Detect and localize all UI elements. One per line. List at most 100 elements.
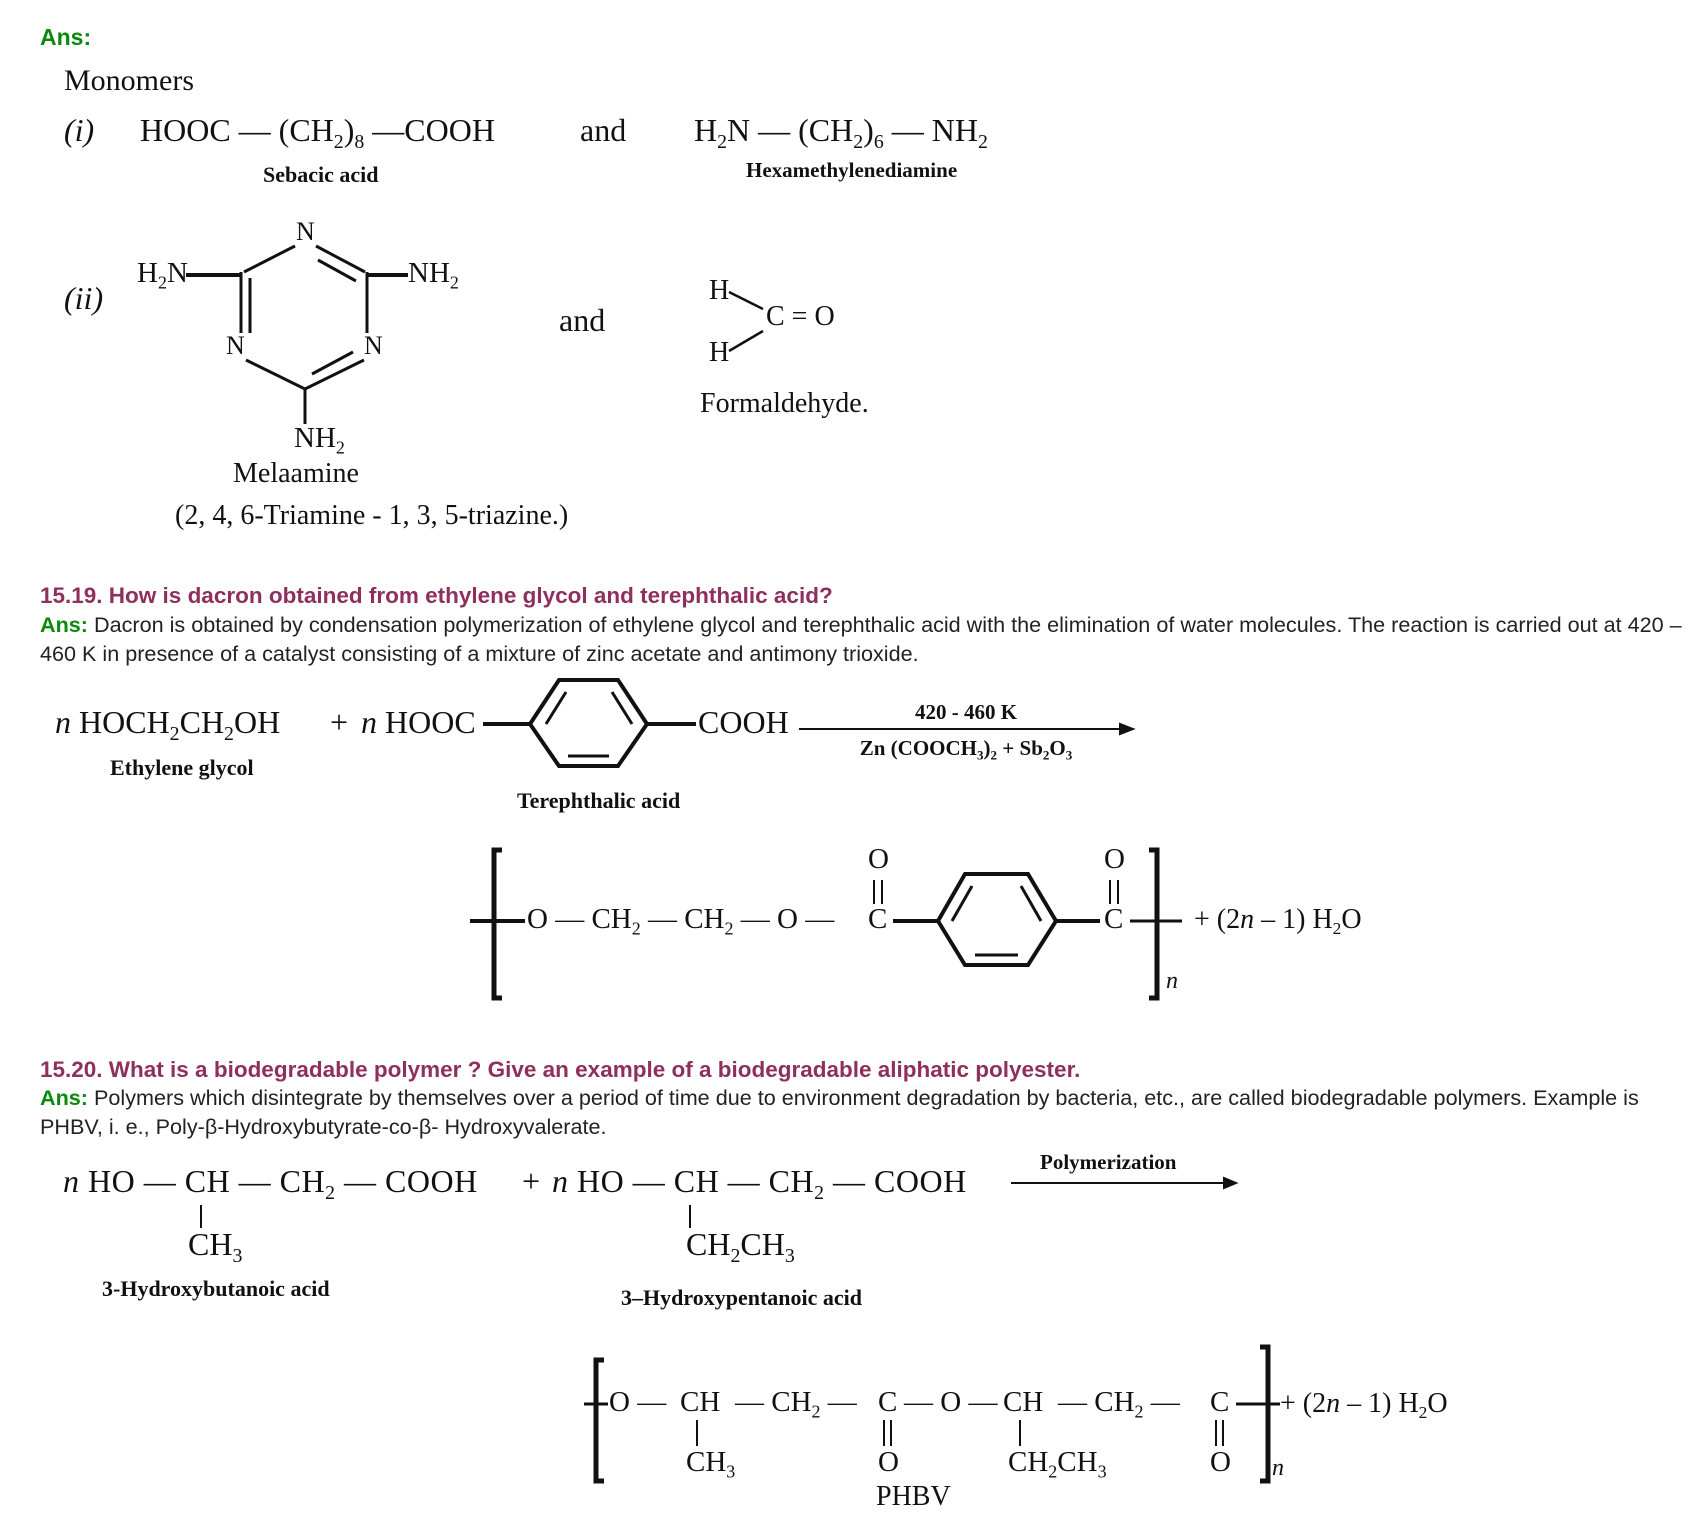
hydroxybutanoic-acid-label: 3-Hydroxybutanoic acid (102, 1276, 330, 1301)
formula-text: CH (1057, 1446, 1098, 1478)
formaldehyde-hydrogen-top: H (709, 275, 730, 306)
phbv-chain-part: — CH2 — (735, 1386, 857, 1420)
formula-text: CH (740, 1226, 785, 1262)
formula-text: ) (863, 112, 874, 148)
formaldehyde-carbonyl: C = O (766, 301, 835, 332)
methyl-substituent: CH3 (686, 1446, 736, 1482)
italic-variable: n (63, 1163, 80, 1199)
formula-text: — COOH (335, 1163, 478, 1199)
italic-variable: n (361, 704, 377, 740)
subscript: 2 (1048, 1461, 1058, 1482)
subscript: 2 (990, 747, 998, 763)
answer-label: Ans: (40, 24, 92, 50)
ring-nitrogen-top: N (296, 217, 315, 246)
formula-text: H (694, 112, 718, 148)
sebacic-acid-label: Sebacic acid (263, 162, 379, 187)
formula-text: NH (408, 257, 450, 289)
item-label-i: (i) (64, 112, 95, 148)
formula-text: O — CH (527, 903, 632, 935)
subscript: 3 (977, 747, 984, 763)
monomers-heading: Monomers (64, 64, 194, 97)
hexamethylenediamine-formula: H2N — (CH2)6 — NH2 (694, 112, 988, 152)
ring-nitrogen-left: N (226, 331, 245, 360)
plus-sign: + (522, 1163, 541, 1199)
hexamethylenediamine-label: Hexamethylenediamine (746, 158, 958, 182)
hydroxybutanoic-acid-formula: n HO — CH — CH2 — COOH (63, 1163, 478, 1203)
formula-text: Zn (COOCH (859, 736, 978, 760)
formula-text: NH (294, 422, 336, 454)
formula-text: — (1143, 1386, 1180, 1418)
answer-15-20: Ans: Polymers which disintegrate by them… (40, 1083, 1690, 1141)
formula-text: O (1341, 904, 1362, 935)
phbv-label: PHBV (876, 1481, 951, 1512)
subscript: 2 (157, 272, 167, 293)
melamine-name: Melaamine (233, 458, 359, 489)
subscript: 3 (1097, 1461, 1107, 1482)
benzene-ring-terephthalic (483, 678, 696, 768)
subscript: 2 (631, 918, 641, 939)
subscript: 8 (354, 130, 365, 153)
formula-text: CH (686, 1226, 731, 1262)
carbonyl-oxygen-1: O (868, 843, 889, 875)
formula-text: HO — CH — CH (79, 1163, 326, 1199)
italic-variable: n (552, 1163, 569, 1199)
subscript: 2 (724, 918, 734, 939)
water-byproduct: + (2n – 1) H2O (1194, 904, 1362, 939)
terephthalic-acid-left-group: n HOOC (361, 704, 476, 741)
sebacic-acid-formula: HOOC — (CH2)8 —COOH (140, 112, 495, 152)
answer-label: Ans: (40, 1085, 88, 1110)
formula-text: — (820, 1386, 857, 1418)
subscript: 2 (717, 130, 728, 153)
polymerization-label: Polymerization (1040, 1150, 1177, 1174)
subscript: 2 (1134, 1401, 1144, 1422)
formula-text: – 1) H (1254, 904, 1333, 935)
amino-group-right: NH2 (408, 257, 459, 291)
formula-text: HOOC — (CH (140, 112, 334, 148)
formula-text: — CH (735, 1386, 812, 1418)
formula-text: N — (CH (727, 112, 854, 148)
italic-variable: n (55, 704, 71, 740)
carbonyl-carbon-2: C (1104, 903, 1124, 935)
phbv-polymer-bonds (584, 1344, 1280, 1484)
formula-text: — NH (883, 112, 978, 148)
melamine-ring (186, 244, 408, 424)
subscript: 6 (873, 130, 884, 153)
ethyl-substituent: CH2CH3 (1008, 1446, 1107, 1482)
phbv-chain-part: — O — (904, 1386, 998, 1418)
carbonyl-carbon-1: C (868, 903, 888, 935)
carbonyl-oxygen-1: O (878, 1446, 899, 1478)
subscript: 2 (333, 130, 344, 153)
subscript: 2 (335, 437, 345, 458)
formula-text: O (1427, 1388, 1448, 1419)
question-15-20: 15.20. What is a biodegradable polymer ?… (40, 1057, 1081, 1082)
methyl-substituent: CH3 (188, 1226, 242, 1266)
formula-text: — CH (1058, 1386, 1135, 1418)
answer-label: Ans: (40, 612, 88, 637)
phbv-chain-part: C (1210, 1386, 1230, 1418)
formula-text: N (166, 257, 188, 289)
subscript: 2 (1332, 919, 1342, 939)
subscript: 2 (977, 130, 988, 153)
item-label-ii: (ii) (64, 280, 104, 316)
question-15-19: 15.19. How is dacron obtained from ethyl… (40, 583, 833, 608)
subscript: 2 (853, 130, 864, 153)
formula-text: + (2 (1280, 1388, 1327, 1419)
formula-text: — COOH (824, 1163, 967, 1199)
subscript: 2 (1418, 1403, 1428, 1423)
dacron-polymer-bonds (470, 847, 1182, 1001)
repeat-unit-n: n (1166, 968, 1178, 994)
subscript: 2 (224, 722, 234, 745)
formula-text: —COOH (364, 112, 495, 148)
formula-text: HOOC (377, 704, 476, 740)
formula-text: — CH (640, 903, 725, 935)
subscript: 3 (726, 1461, 736, 1482)
carbonyl-oxygen-2: O (1104, 843, 1125, 875)
reaction-arrow-phbv (1011, 1176, 1239, 1190)
hydroxypentanoic-acid-label: 3–Hydroxypentanoic acid (621, 1285, 863, 1310)
italic-variable: n (1326, 1388, 1341, 1419)
plus-sign: + (330, 704, 349, 740)
subscript: 3 (784, 1244, 795, 1267)
repeat-unit-n: n (1272, 1455, 1284, 1481)
terephthalic-acid-right-group: COOH (698, 704, 789, 740)
